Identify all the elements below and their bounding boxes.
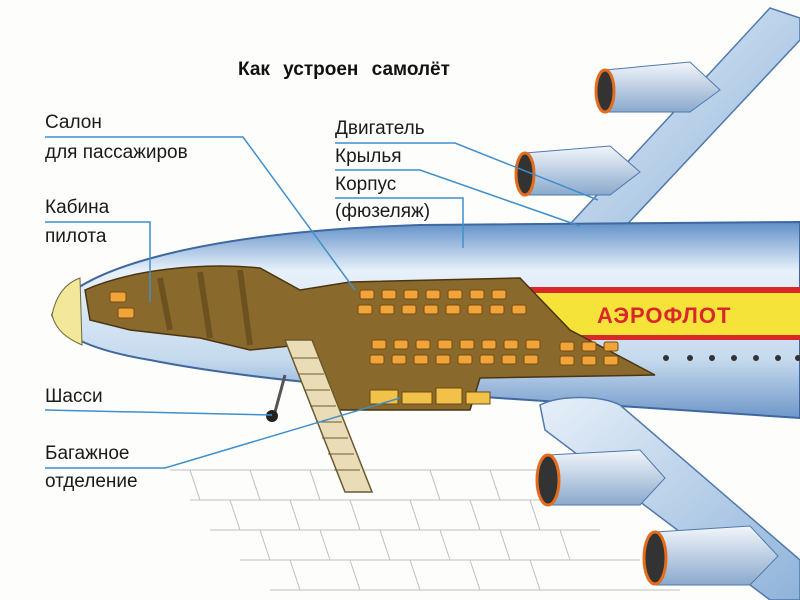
label-baggage-compartment: отделение [45, 471, 138, 492]
livery-red-stripe-top [525, 287, 800, 293]
livery-red-stripe-bottom [525, 335, 800, 340]
label-salon-passengers: для пассажиров [45, 142, 188, 163]
passenger-seats [109, 289, 619, 366]
upper-engine-1 [594, 61, 721, 114]
label-wings: Крылья [335, 146, 402, 167]
lower-engine-2 [642, 525, 779, 586]
diagram-title: Как устроен самолёт [238, 59, 450, 80]
lower-engine-1 [535, 449, 666, 507]
label-cabin: Кабина [45, 197, 110, 218]
landing-gear [266, 374, 287, 422]
label-cabin-pilot: пилота [45, 226, 107, 247]
leader-lines [44, 136, 599, 469]
nose-cone [51, 277, 83, 346]
label-baggage: Багажное [45, 443, 130, 464]
label-engine: Двигатель [335, 118, 425, 139]
label-salon: Салон [45, 112, 102, 133]
label-landing-gear: Шасси [45, 386, 103, 407]
boarding-stairs [283, 339, 374, 493]
airline-livery-text: АЭРОФЛОТ [597, 303, 732, 328]
windows [663, 355, 800, 361]
label-body: Корпус [335, 174, 397, 195]
livery-yellow-stripe [525, 293, 800, 335]
upper-wing [558, 7, 800, 236]
label-fuselage: (фюзеляж) [335, 201, 431, 222]
